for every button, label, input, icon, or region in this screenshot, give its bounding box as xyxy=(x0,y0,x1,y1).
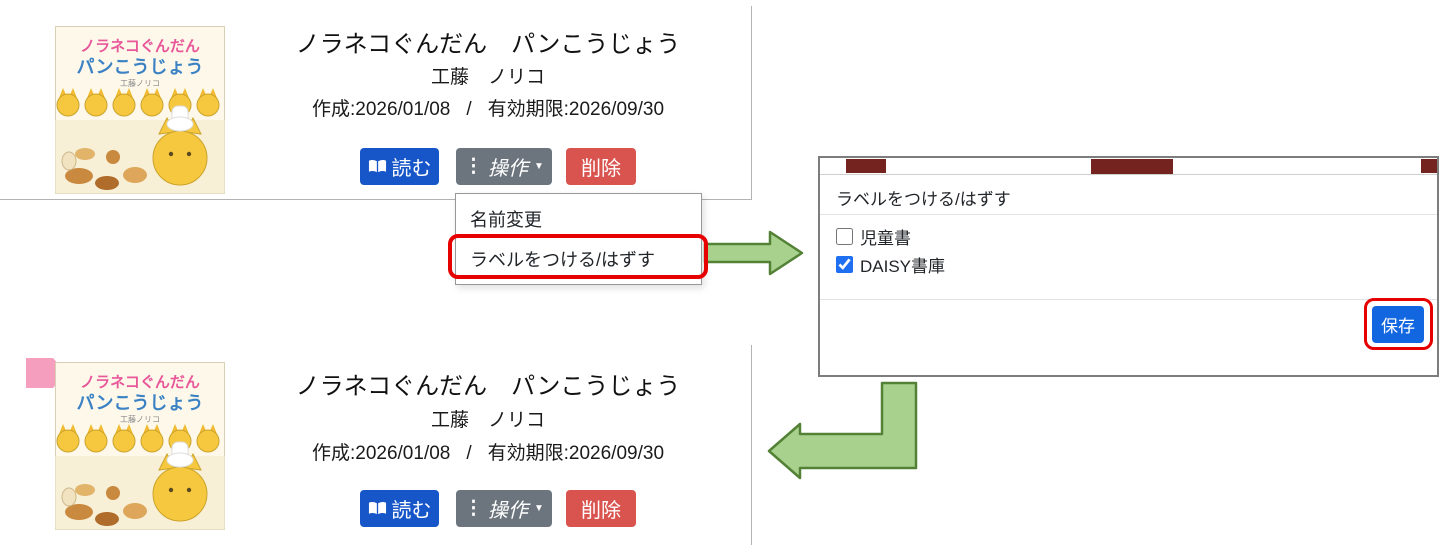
read-label: 読む xyxy=(391,500,432,522)
dimmed-background-button xyxy=(1421,159,1437,173)
bread-scene xyxy=(61,441,208,526)
delete-button[interactable]: 削除 xyxy=(566,490,636,527)
dimmed-background-button xyxy=(846,159,886,173)
book-cover-art: ノラネコぐんだん パンこうじょう 工藤ノリコ xyxy=(55,26,225,194)
svg-text:工藤ノリコ: 工藤ノリコ xyxy=(120,78,160,88)
book-author: 工藤 ノリコ xyxy=(430,67,545,88)
book-cover-art: ノラネコぐんだん パンこうじょう 工藤ノリコ xyxy=(55,362,225,530)
menu-item-toggle-label[interactable]: ラベルをつける/はずす xyxy=(470,250,655,270)
caret-down-icon: ▼ xyxy=(534,503,544,514)
expiry-date: 有効期限:2026/09/30 xyxy=(487,99,665,120)
meta-separator: / xyxy=(466,443,472,464)
book-card-bottom: ノラネコぐんだん パンこうじょう 工藤ノリコ xyxy=(0,345,752,545)
book-title: ノラネコぐんだん パンこうじょう xyxy=(295,373,681,400)
book-meta: 作成:2026/01/08 / 有効期限:2026/09/30 xyxy=(228,94,748,121)
actions-label: 操作 xyxy=(488,158,529,180)
book-title: ノラネコぐんだん パンこうじょう xyxy=(295,31,681,58)
created-date: 作成:2026/01/08 xyxy=(311,443,451,464)
actions-label: 操作 xyxy=(488,500,529,522)
expiry-date: 有効期限:2026/09/30 xyxy=(487,443,665,464)
bread-scene xyxy=(61,105,208,190)
open-book-icon xyxy=(368,160,386,173)
label-dialog: ラベルをつける/はずす 児童書 DAISY書庫 保存 xyxy=(820,174,1437,375)
label-dialog-screenshot: ラベルをつける/はずす 児童書 DAISY書庫 保存 xyxy=(818,156,1439,377)
actions-dropdown-menu: 名前変更 ラベルをつける/はずす xyxy=(455,193,702,285)
delete-button[interactable]: 削除 xyxy=(566,148,636,185)
read-button[interactable]: 読む xyxy=(360,490,439,527)
meta-separator: / xyxy=(466,99,472,120)
read-label: 読む xyxy=(391,158,432,180)
menu-item-rename[interactable]: 名前変更 xyxy=(470,210,542,230)
children-books-label: 児童書 xyxy=(860,229,911,248)
book-card-top: ノラネコぐんだん パンこうじょう 工藤ノリコ xyxy=(0,6,752,200)
kebab-icon: ⋮ xyxy=(464,156,484,177)
svg-text:ノラネコぐんだん: ノラネコぐんだん xyxy=(80,374,200,391)
dimmed-background-button xyxy=(1091,159,1173,175)
label-option-daisy-library[interactable]: DAISY書庫 xyxy=(836,252,945,277)
cat-row xyxy=(56,88,220,117)
green-arrow-down-left-icon xyxy=(767,381,918,480)
daisy-library-label: DAISY書庫 xyxy=(860,257,946,276)
dialog-footer-divider xyxy=(820,299,1437,300)
created-date: 作成:2026/01/08 xyxy=(311,99,451,120)
svg-text:パンこうじょう: パンこうじょう xyxy=(77,393,204,413)
actions-button[interactable]: ⋮ 操作 ▼ xyxy=(456,148,552,185)
caret-down-icon: ▼ xyxy=(534,161,544,172)
svg-text:ノラネコぐんだん: ノラネコぐんだん xyxy=(80,38,200,55)
cat-row xyxy=(56,424,220,453)
actions-button[interactable]: ⋮ 操作 ▼ xyxy=(456,490,552,527)
svg-text:パンこうじょう: パンこうじょう xyxy=(77,57,204,77)
label-option-children-books[interactable]: 児童書 xyxy=(836,224,911,249)
dialog-title: ラベルをつける/はずす xyxy=(836,190,1011,209)
dialog-header-divider xyxy=(820,214,1437,215)
book-author: 工藤 ノリコ xyxy=(430,410,545,431)
daisy-library-checkbox[interactable] xyxy=(836,256,853,273)
read-button[interactable]: 読む xyxy=(360,148,439,185)
svg-text:工藤ノリコ: 工藤ノリコ xyxy=(120,414,160,424)
green-arrow-right-icon xyxy=(703,230,804,276)
open-book-icon xyxy=(368,502,386,515)
save-button[interactable]: 保存 xyxy=(1372,306,1424,343)
book-meta: 作成:2026/01/08 / 有効期限:2026/09/30 xyxy=(228,438,748,465)
kebab-icon: ⋮ xyxy=(464,498,484,519)
children-books-checkbox[interactable] xyxy=(836,228,853,245)
